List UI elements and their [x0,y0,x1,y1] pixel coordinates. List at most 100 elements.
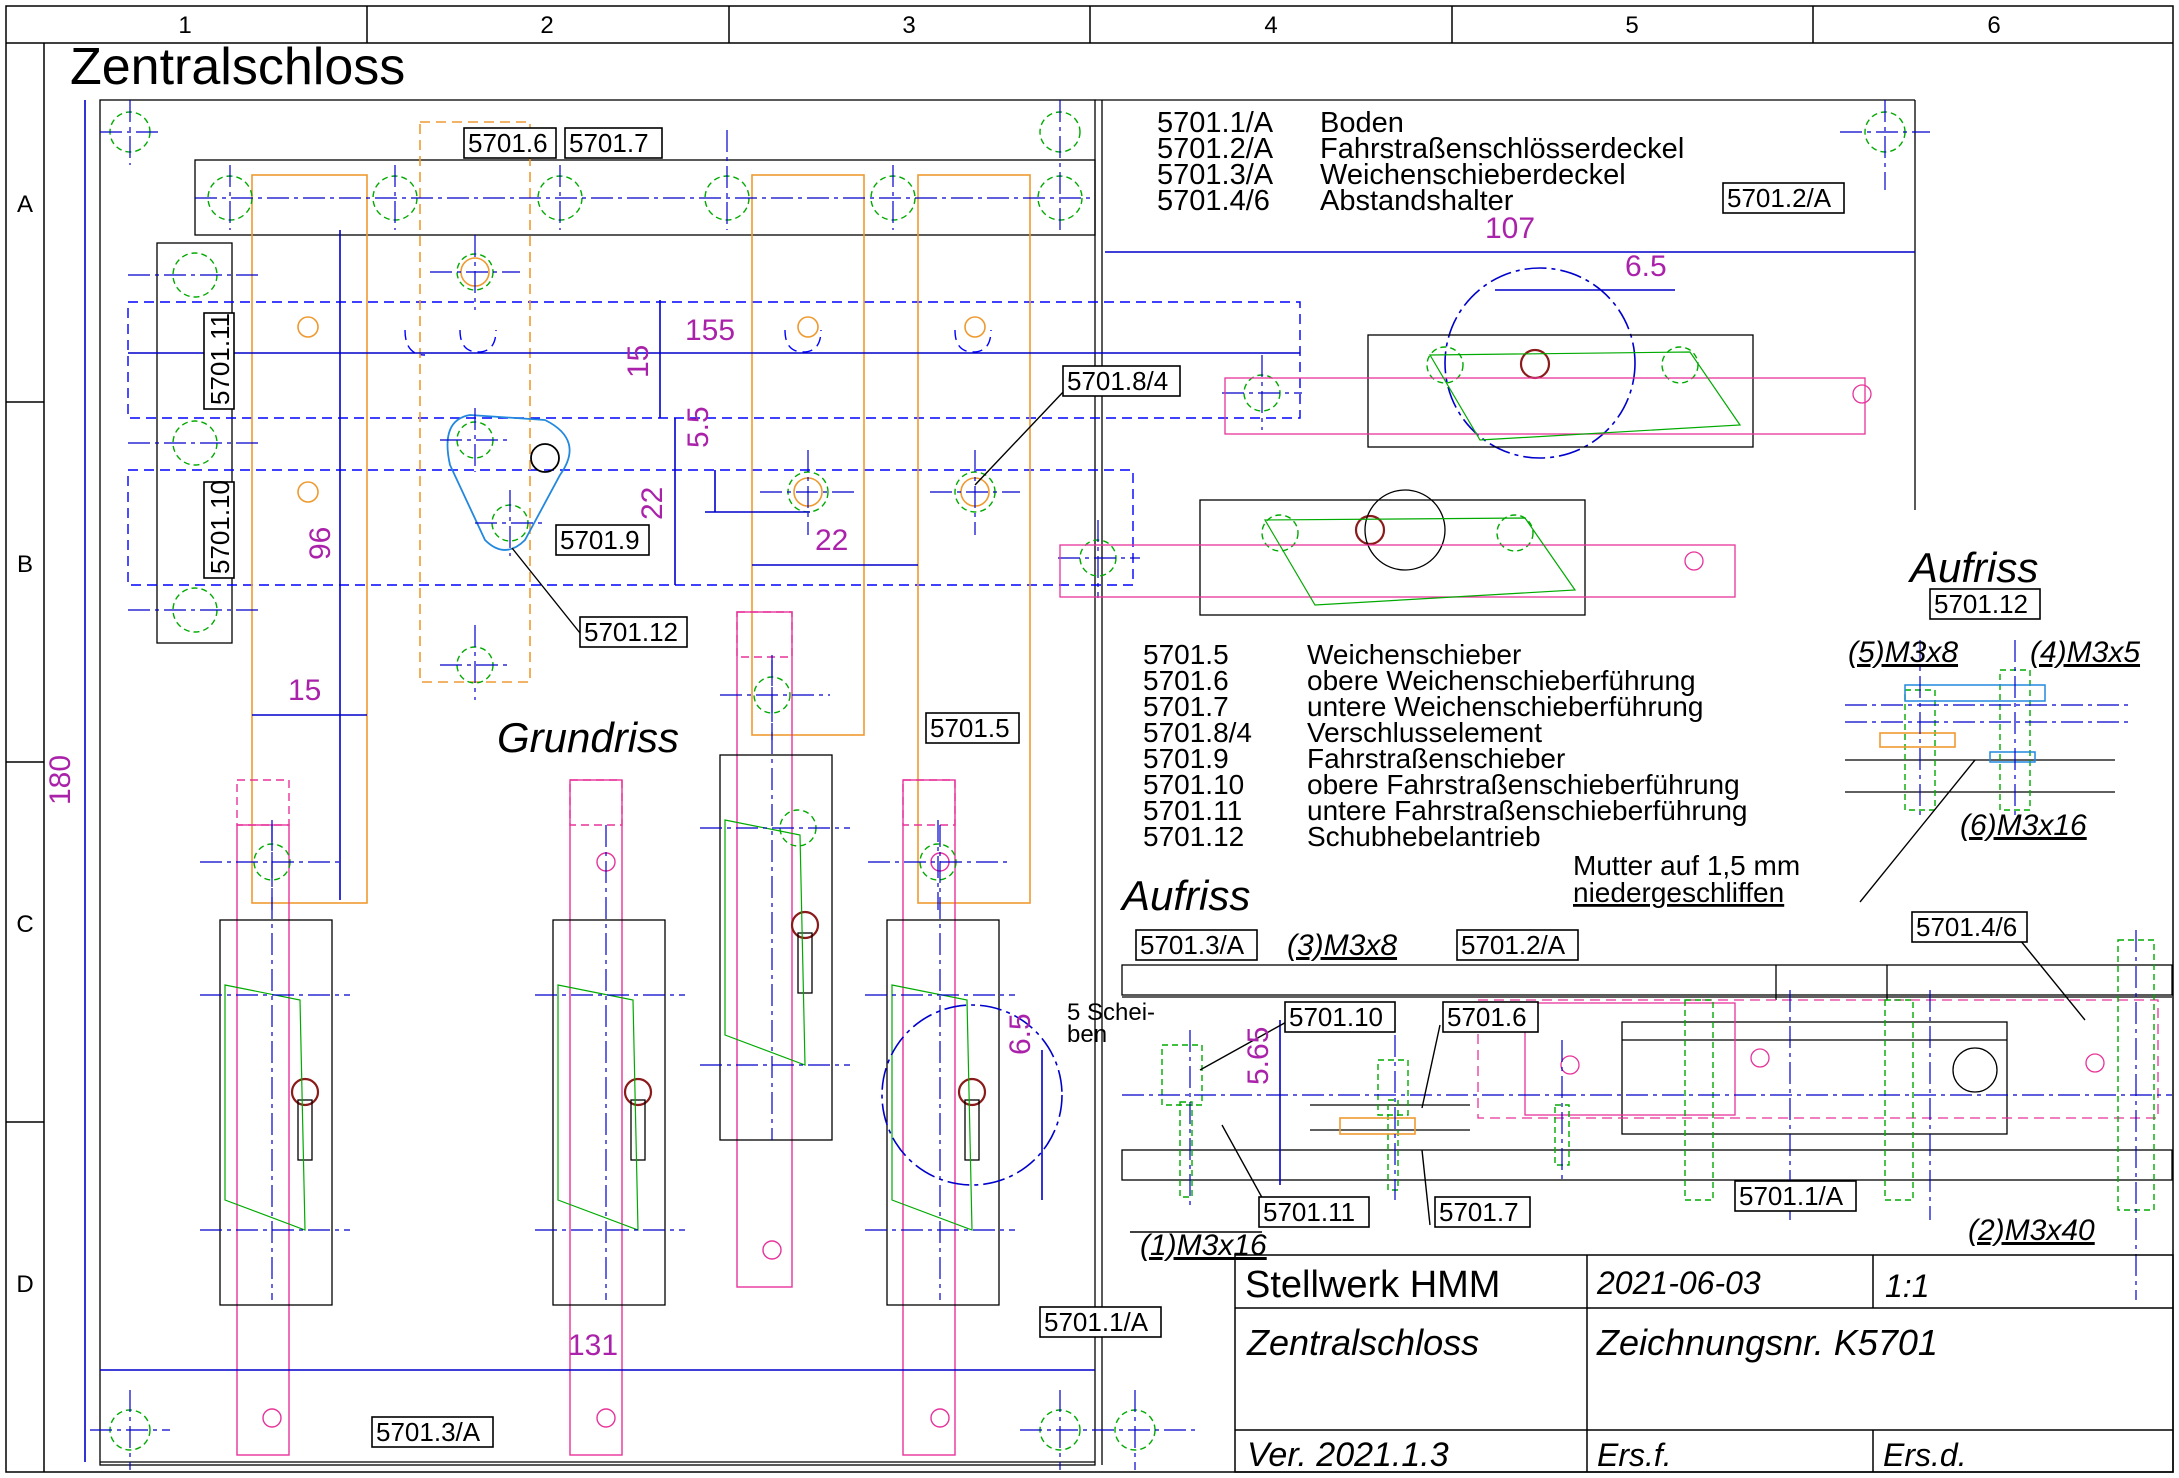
legend-code: 5701.7 [1143,691,1229,722]
drawing-number: Zeichnungsnr. K5701 [1596,1322,1938,1363]
part-label: 5701.12 [584,617,678,647]
legend-code: 5701.10 [1143,769,1244,800]
part-label: 5701.1/A [1739,1181,1844,1211]
project-name: Stellwerk HMM [1245,1264,1500,1306]
legend-name: obere Fahrstraßenschieberführung [1307,769,1740,800]
row-label: A [17,191,33,218]
legend-code: 5701.3/A [1157,159,1274,191]
hidden-lines [127,301,1301,586]
part-label: 5701.6 [1447,1002,1527,1032]
legend-code: 5701.9 [1143,743,1229,774]
drawing-date: 2021-06-03 [1596,1265,1761,1301]
part-label: 5701.10 [1289,1002,1383,1032]
part-label: 5701.1/A [1044,1307,1149,1337]
dim-15-a: 15 [288,674,321,707]
slides [236,611,956,1456]
version: Ver. 2021.1.3 [1247,1436,1449,1474]
notes: 5 Schei- ben Mutter auf 1,5 mm niederges… [1067,850,1800,1048]
elevation-outlines [1121,759,2173,1181]
screw-label: (3)M3x8 [1287,929,1397,962]
latch-linkages [224,819,973,1231]
detail-lever [1904,684,2046,763]
legend-code: 5701.1/A [1157,107,1274,139]
legend-name: obere Weichenschieberführung [1307,665,1696,696]
screw-label: (4)M3x5 [2030,636,2140,669]
replaced-by: Ers.d. [1883,1437,1967,1473]
side-view-top [1199,334,1754,616]
dim-180: 180 [44,755,77,805]
part-label: 5701.3/A [376,1417,481,1447]
drawing-title: Zentralschloss [70,38,405,96]
side-view-linkages [1263,351,1742,606]
part-label: 5701.7 [569,128,649,158]
nut-note: Mutter auf 1,5 mm [1573,850,1800,881]
legend-name: Abstandshalter [1320,185,1514,217]
legend-code: 5701.4/6 [1157,185,1270,217]
row-label: B [17,551,33,578]
column-label: 2 [540,12,553,39]
dimension-lines [84,100,1915,1462]
title-block [1234,1254,2174,1473]
legend-name: Verschlusselement [1307,717,1542,748]
part-name: Zentralschloss [1246,1322,1479,1363]
washer-note: ben [1067,1021,1107,1048]
legend-name: Weichenschieber [1307,639,1521,670]
legend-name: Boden [1320,107,1404,139]
part-label: 5701.2/A [1461,930,1566,960]
dim-5-5: 5.5 [682,406,715,448]
part-label: 5701.11 [1263,1197,1355,1227]
legend-name: untere Fahrstraßenschieberführung [1307,795,1747,826]
part-label: 5701.4/6 [1916,912,2017,942]
nut-note: niedergeschliffen [1573,877,1784,908]
legend-mid: 5701.5 Weichenschieber 5701.6 obere Weic… [1143,639,1747,852]
legend-code: 5701.12 [1143,821,1244,852]
legend-name: Schubhebelantrieb [1307,821,1541,852]
center-lines [90,100,1930,1470]
replaces: Ers.f. [1597,1437,1672,1473]
drawing-scale: 1:1 [1885,1268,1929,1304]
part-label: 5701.5 [930,713,1010,743]
dim-131: 131 [568,1329,618,1362]
view-title-elevation: Aufriss [1119,872,1250,919]
part-label: 5701.11 [205,313,235,405]
dim-15-b: 15 [622,345,655,378]
washer-note: 5 Schei- [1067,999,1155,1026]
screw-label: (2)M3x40 [1968,1214,2095,1247]
legend-top: 5701.1/A Boden 5701.2/A Fahrstraßenschlö… [1157,107,1684,217]
legend-code: 5701.6 [1143,665,1229,696]
screw-label: (5)M3x8 [1848,636,1958,669]
legend-name: Weichenschieberdeckel [1320,159,1626,191]
legend-code: 5701.2/A [1157,133,1274,165]
screw-label: (6)M3x16 [1960,809,2087,842]
view-title-plan: Grundriss [497,714,679,761]
leader-lines [511,389,2086,1233]
column-label: 3 [902,12,915,39]
dim-96: 96 [304,527,337,560]
legend-code: 5701.11 [1143,795,1242,826]
legend-code: 5701.5 [1143,639,1229,670]
part-label: 5701.10 [205,480,235,574]
part-label: 5701.6 [468,128,548,158]
part-label: 5701.2/A [1727,183,1832,213]
view-title-detail: Aufriss [1907,544,2038,591]
row-labels: A B C D [16,191,33,1298]
column-label: 6 [1987,12,2000,39]
dim-155: 155 [685,314,735,347]
dim-107: 107 [1485,212,1535,245]
dim-22-b: 22 [815,524,848,557]
column-label: 1 [178,12,191,39]
row-label: D [16,1271,33,1298]
detail-circle [881,267,1636,1186]
side-view-slides [1059,377,1872,598]
lock-blocks [219,754,1000,1306]
part-label: 5701.9 [560,525,640,555]
column-label: 4 [1264,12,1277,39]
legend-name: Fahrstraßenschlösserdeckel [1320,133,1684,165]
dim-5-65: 5.65 [1242,1027,1275,1085]
row-label: C [16,911,33,938]
lever-drive [446,414,571,551]
sheet-frame [5,5,2174,1473]
screw-label: (1)M3x16 [1140,1229,1267,1262]
legend-name: Fahrstraßenschieber [1307,743,1565,774]
